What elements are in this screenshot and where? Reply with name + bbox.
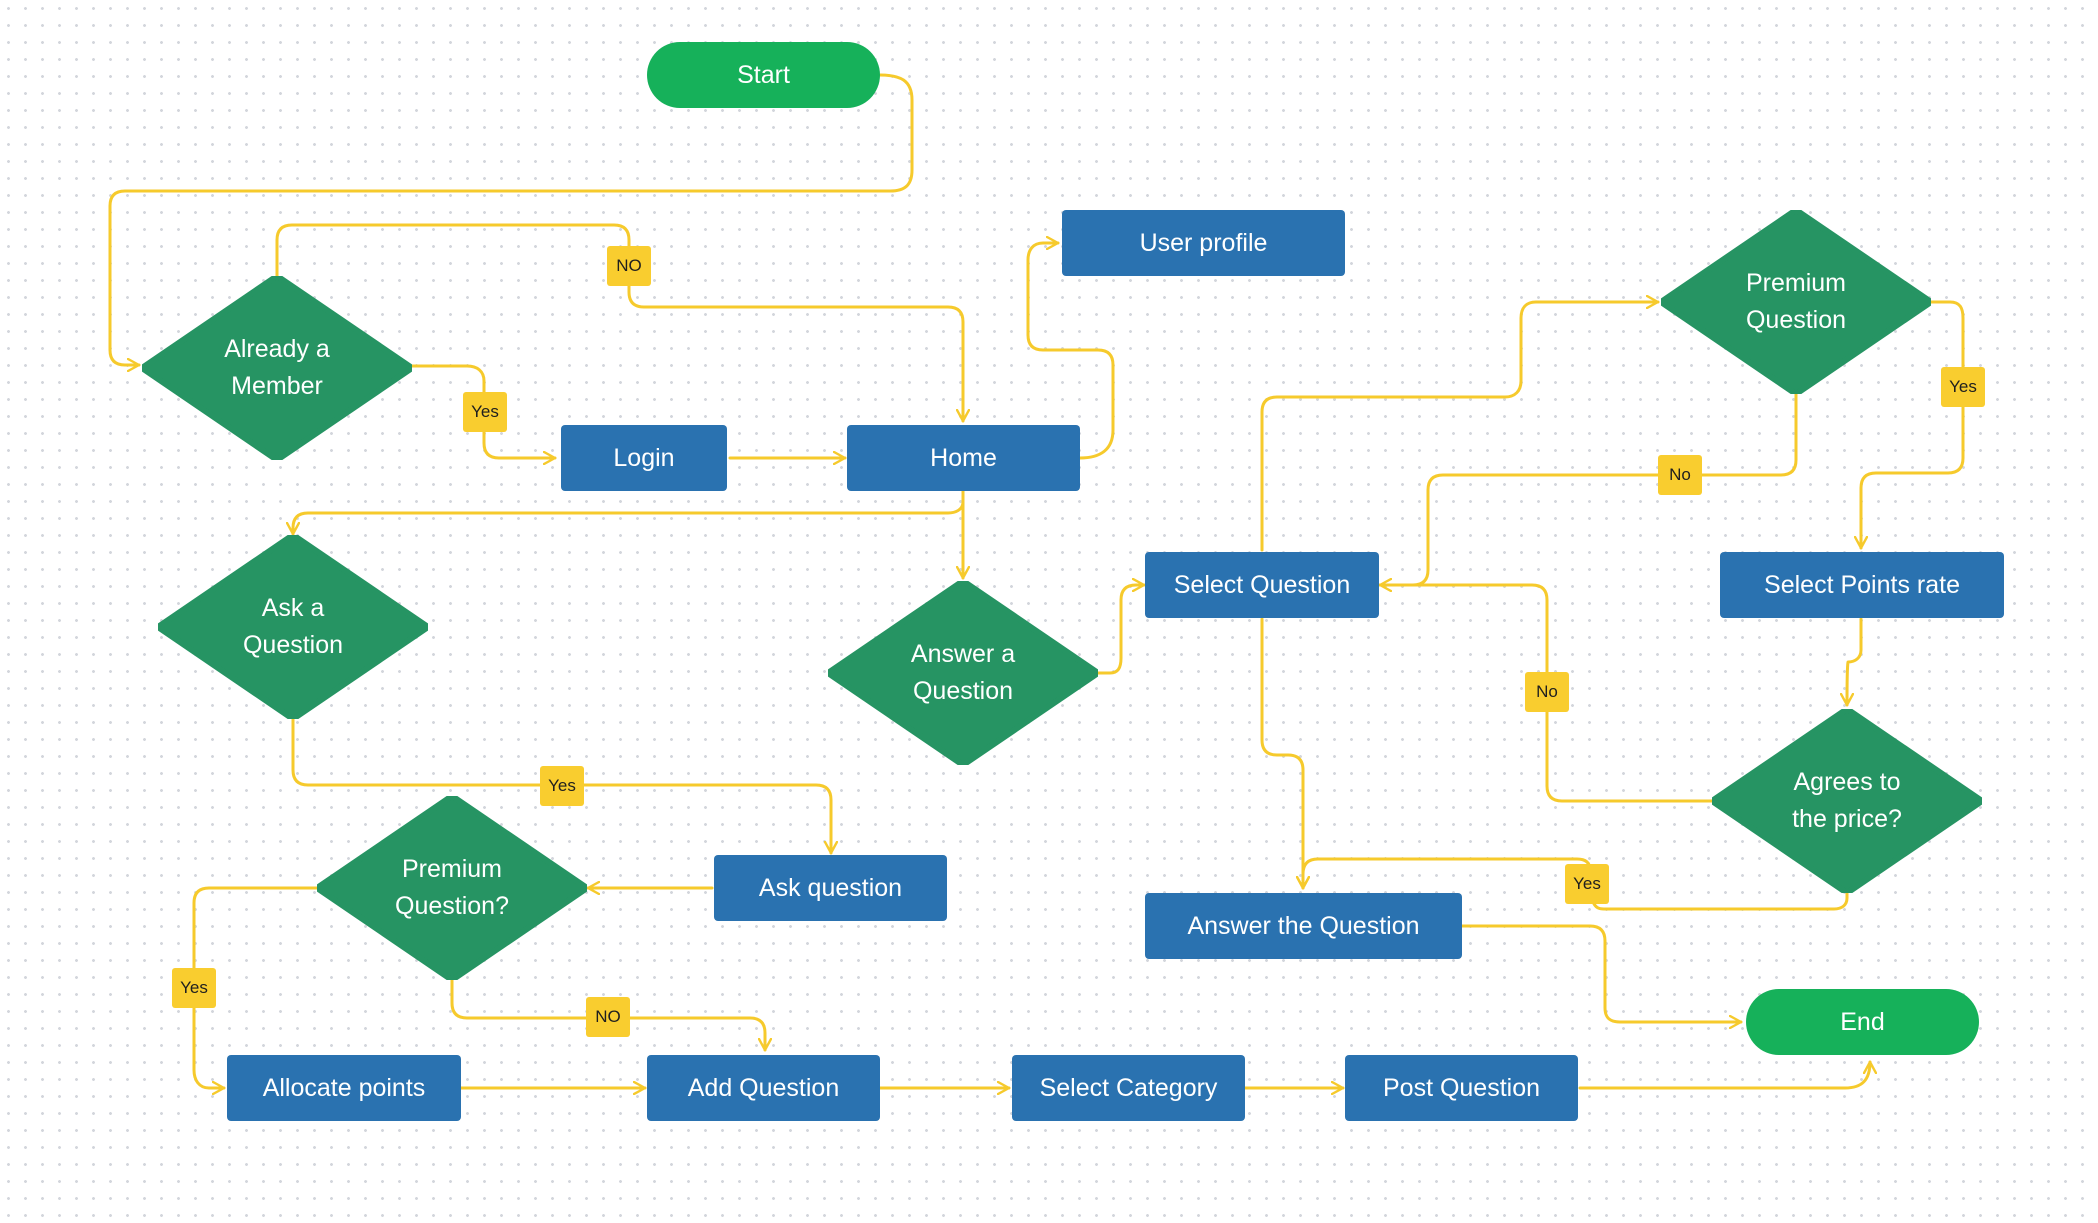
ask-a-question-decision-label: Ask a Question	[242, 594, 344, 659]
edge-label-premium-answer-no: No	[1658, 455, 1702, 495]
diamond-shape	[828, 581, 1098, 765]
edge-label-member-no: NO	[607, 246, 651, 286]
diamond-shape	[1661, 210, 1931, 394]
login-node-label: Login	[613, 443, 675, 472]
start-node-label: Start	[737, 60, 790, 89]
allocate-points-node-label: Allocate points	[262, 1073, 426, 1102]
end-node-label: End	[1840, 1007, 1885, 1036]
agrees-to-price-decision-label: Agrees to the price?	[1792, 768, 1902, 833]
ask-question-node-label: Ask question	[758, 873, 903, 902]
diamond-shape	[158, 535, 428, 719]
edge-premium-yes-to-points	[1861, 300, 1965, 550]
add-question-node-label: Add Question	[687, 1073, 840, 1102]
end-node[interactable]: End	[1746, 989, 1979, 1055]
edge-start-to-member	[108, 73, 914, 365]
edge-answer-to-select	[1096, 585, 1146, 675]
edge-answer-to-end	[1460, 924, 1743, 1022]
agrees-to-price-decision[interactable]: Agrees to the price?	[1712, 709, 1982, 893]
edge-select-to-premium	[1260, 302, 1660, 552]
edge-premium-no-to-select	[1378, 392, 1798, 585]
ask-a-question-decision[interactable]: Ask a Question	[158, 535, 428, 719]
edge-home-to-ask	[293, 488, 965, 536]
user-profile-node-label: User profile	[1139, 228, 1268, 257]
start-node[interactable]: Start	[647, 42, 880, 108]
edge-label-ask-yes: Yes	[540, 766, 584, 806]
already-member-decision[interactable]: Already a Member	[142, 276, 412, 460]
edge-post-to-end	[1578, 1060, 1870, 1090]
allocate-points-node[interactable]: Allocate points	[227, 1055, 461, 1121]
answer-a-question-decision[interactable]: Answer a Question	[828, 581, 1098, 765]
edge-label-agrees-no: No	[1525, 672, 1569, 712]
post-question-node-label: Post Question	[1382, 1073, 1541, 1102]
home-node-label: Home	[930, 443, 997, 472]
post-question-node[interactable]: Post Question	[1345, 1055, 1578, 1121]
diamond-shape	[142, 276, 412, 460]
ask-question-node[interactable]: Ask question	[714, 855, 947, 921]
select-category-node[interactable]: Select Category	[1012, 1055, 1245, 1121]
edge-label-premium-ask-no: NO	[586, 997, 630, 1037]
select-points-rate-node-label: Select Points rate	[1764, 570, 1960, 599]
diamond-shape	[1712, 709, 1982, 893]
edge-label-agrees-yes: Yes	[1565, 864, 1609, 904]
edge-select-to-answer	[1260, 617, 1303, 890]
answer-the-question-node[interactable]: Answer the Question	[1145, 893, 1462, 959]
login-node[interactable]: Login	[561, 425, 727, 491]
answer-the-question-node-label: Answer the Question	[1187, 911, 1420, 940]
edge-points-to-agrees	[1847, 617, 1863, 707]
diamond-shape	[317, 796, 587, 980]
home-node[interactable]: Home	[847, 425, 1080, 491]
answer-a-question-decision-label: Answer a Question	[910, 640, 1016, 705]
already-member-decision-label: Already a Member	[224, 335, 330, 400]
edge-label-member-yes: Yes	[463, 392, 507, 432]
edge-home-to-profile	[1026, 243, 1115, 460]
user-profile-node[interactable]: User profile	[1062, 210, 1345, 276]
edge-label-premium-ask-yes: Yes	[172, 968, 216, 1008]
select-question-node-label: Select Question	[1173, 570, 1351, 599]
edge-label-premium-answer-yes: Yes	[1941, 367, 1985, 407]
premium-question-ask-decision-label: Premium Question?	[395, 855, 509, 920]
premium-question-ask-decision[interactable]: Premium Question?	[317, 796, 587, 980]
premium-question-answer-decision[interactable]: Premium Question	[1661, 210, 1931, 394]
select-category-node-label: Select Category	[1039, 1073, 1218, 1102]
select-points-rate-node[interactable]: Select Points rate	[1720, 552, 2004, 618]
select-question-node[interactable]: Select Question	[1145, 552, 1379, 618]
add-question-node[interactable]: Add Question	[647, 1055, 880, 1121]
premium-question-answer-decision-label: Premium Question	[1745, 269, 1847, 334]
